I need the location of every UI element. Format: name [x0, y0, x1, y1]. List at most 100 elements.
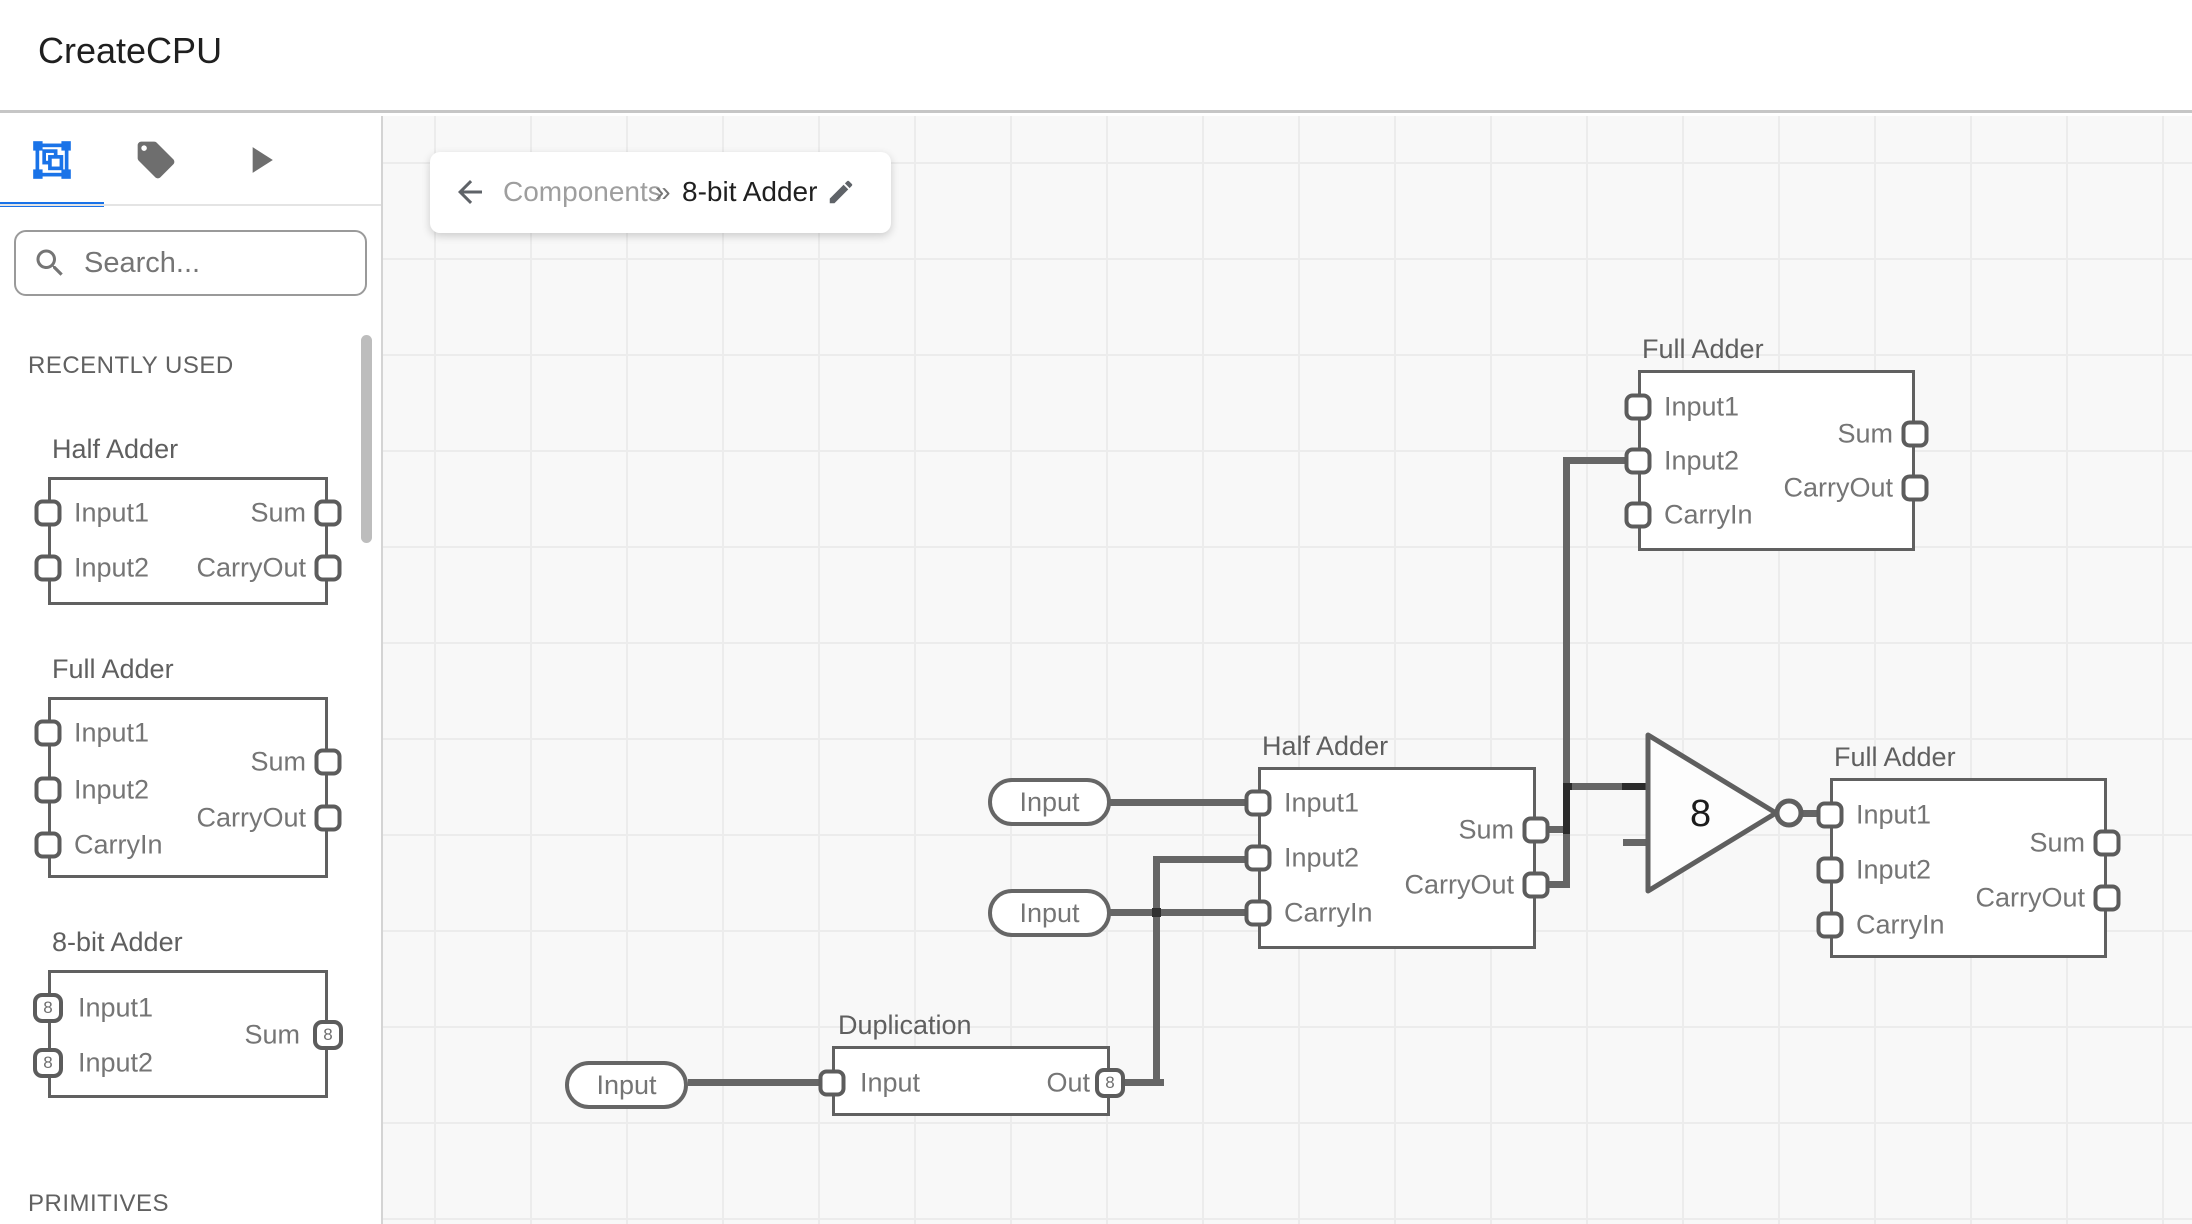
port-carryout[interactable] [314, 804, 342, 832]
port-sum-8bit[interactable]: 8 [313, 1020, 343, 1050]
port-carryin[interactable] [1624, 501, 1652, 529]
port-carryout[interactable] [1901, 474, 1929, 502]
search-input[interactable] [82, 245, 346, 281]
component-title: Duplication [838, 1010, 972, 1040]
library-item-half-adder[interactable] [48, 477, 328, 605]
wire[interactable] [1157, 856, 1248, 863]
component-title: Full Adder [1834, 742, 1956, 772]
port-label: Input2 [1856, 854, 1932, 885]
tabs-divider [0, 204, 381, 206]
input-pin-label: Input [596, 1069, 657, 1100]
port-label: Input2 [1284, 842, 1360, 873]
tab-run[interactable] [208, 116, 312, 204]
port-label: Sum [1837, 418, 1893, 449]
input-pin[interactable]: Input [565, 1061, 688, 1109]
breadcrumb-separator: » [655, 176, 671, 207]
port-label: Input2 [74, 552, 150, 583]
port-label: Sum [250, 497, 306, 528]
port-sum[interactable] [314, 748, 342, 776]
library-item-title: Full Adder [52, 654, 174, 684]
port-carryin[interactable] [34, 831, 62, 859]
port-label: Sum [250, 746, 306, 777]
input-pin[interactable]: Input [988, 778, 1111, 826]
port-carryin[interactable] [1244, 899, 1272, 927]
port-input2[interactable] [34, 776, 62, 804]
port-label: Input2 [78, 1047, 154, 1078]
port-input1[interactable] [1624, 393, 1652, 421]
port-label: CarryIn [1284, 897, 1373, 928]
wire[interactable] [1108, 799, 1248, 806]
port-label: CarryIn [1856, 909, 1945, 940]
wire-selected[interactable] [1622, 783, 1648, 790]
wire[interactable] [1108, 909, 1248, 916]
port-label: CarryOut [1783, 472, 1893, 503]
wire-selected[interactable] [1563, 783, 1575, 790]
back-arrow-icon[interactable] [452, 174, 488, 210]
port-sum[interactable] [314, 499, 342, 527]
port-label: CarryIn [1664, 499, 1753, 530]
search-box [14, 230, 367, 296]
port-input1[interactable] [1816, 801, 1844, 829]
port-label: Input2 [1664, 445, 1740, 476]
port-label: Out [1046, 1067, 1090, 1098]
port-carryout[interactable] [2093, 884, 2121, 912]
component-title: Half Adder [1262, 731, 1389, 761]
component-full-adder-top[interactable] [1638, 370, 1915, 551]
wire[interactable] [1548, 881, 1566, 888]
wire[interactable] [1797, 810, 1832, 817]
port-sum[interactable] [1901, 420, 1929, 448]
component-duplication[interactable] [832, 1046, 1110, 1116]
port-input1-8bit[interactable]: 8 [33, 993, 63, 1023]
wire[interactable] [1567, 457, 1630, 464]
port-input2[interactable] [1816, 856, 1844, 884]
port-carryout[interactable] [1522, 871, 1550, 899]
wire[interactable] [1120, 1079, 1164, 1086]
pencil-icon[interactable] [826, 177, 856, 207]
wire[interactable] [1572, 783, 1622, 790]
wire-crossing [1152, 908, 1161, 917]
search-icon [36, 249, 63, 276]
wire-stub[interactable] [1623, 839, 1649, 846]
wire[interactable] [1563, 457, 1570, 888]
port-input1[interactable] [34, 719, 62, 747]
port-label: Input1 [78, 992, 154, 1023]
library-item-title: 8-bit Adder [52, 927, 183, 957]
port-input2[interactable] [34, 554, 62, 582]
port-label: Input1 [1664, 391, 1740, 422]
port-carryout[interactable] [314, 554, 342, 582]
wire[interactable] [688, 1079, 820, 1086]
port-label: Input1 [74, 717, 150, 748]
breadcrumb-parent[interactable]: Components [503, 176, 662, 207]
port-sum[interactable] [1522, 816, 1550, 844]
bus-width-badge: 8 [1105, 1073, 1115, 1092]
port-input1[interactable] [1244, 789, 1272, 817]
port-label: Input2 [74, 774, 150, 805]
component-full-adder-right[interactable] [1830, 778, 2107, 958]
wire-selected[interactable] [1563, 783, 1570, 834]
port-input[interactable] [818, 1069, 846, 1097]
not-gate-8bit[interactable]: 8 [1642, 723, 1812, 903]
sidebar-scrollbar[interactable] [361, 335, 372, 543]
port-out-8bit[interactable]: 8 [1095, 1068, 1125, 1098]
port-label: Sum [244, 1019, 300, 1050]
tab-components[interactable] [0, 116, 104, 204]
port-input2[interactable] [1244, 844, 1272, 872]
port-input2[interactable] [1624, 447, 1652, 475]
tab-tags[interactable] [104, 116, 208, 204]
port-carryin[interactable] [1816, 911, 1844, 939]
port-sum[interactable] [2093, 829, 2121, 857]
wire[interactable] [1548, 826, 1566, 833]
components-icon [33, 141, 71, 179]
port-input2-8bit[interactable]: 8 [33, 1048, 63, 1078]
library-item-8bit-adder[interactable] [48, 970, 328, 1098]
port-input1[interactable] [34, 499, 62, 527]
wire[interactable] [1153, 856, 1160, 1086]
circuit-canvas[interactable] [383, 116, 2192, 1224]
input-pin[interactable]: Input [988, 889, 1111, 937]
port-label: Input1 [1856, 799, 1932, 830]
tag-icon [137, 141, 175, 179]
bus-width-badge: 8 [43, 1053, 53, 1072]
breadcrumb: Components » 8-bit Adder [430, 152, 891, 233]
port-label: CarryOut [1404, 869, 1514, 900]
